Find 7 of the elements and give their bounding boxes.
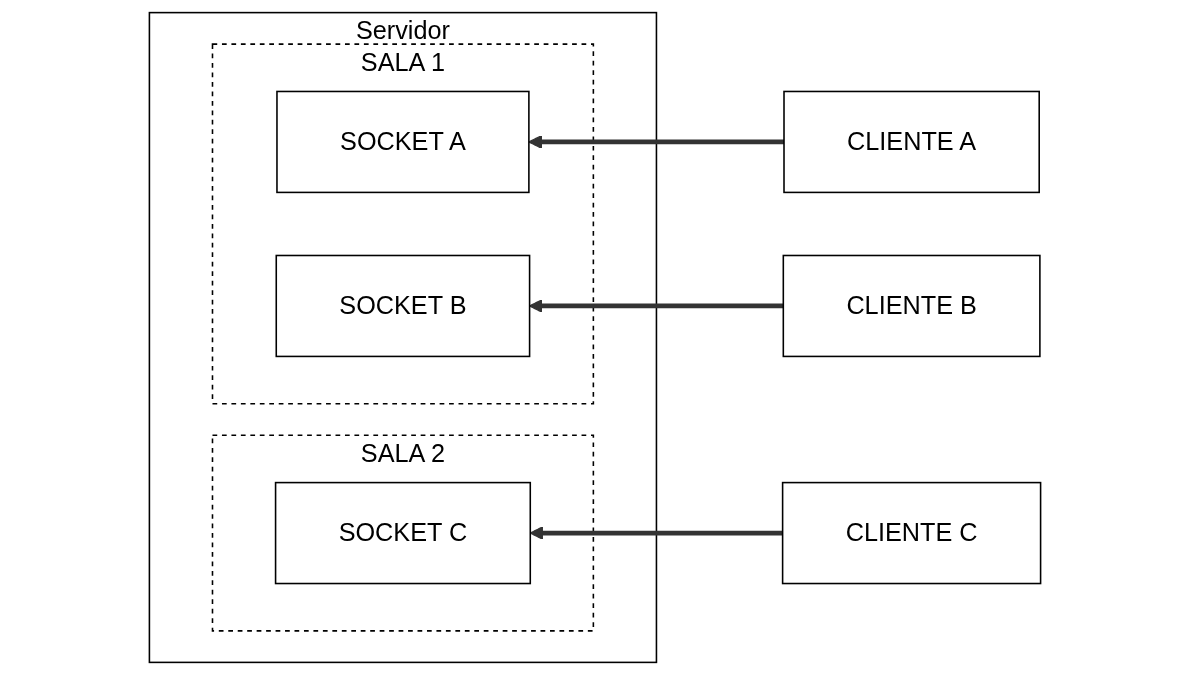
node-box: SOCKET C <box>274 481 532 585</box>
node-box: CLIENTE C <box>781 481 1042 585</box>
arrow <box>528 135 784 149</box>
node-box: CLIENTE A <box>783 90 1040 194</box>
node-box: SOCKET A <box>276 90 530 194</box>
node-box: CLIENTE B <box>782 254 1041 358</box>
node-box: SOCKET B <box>275 254 531 358</box>
